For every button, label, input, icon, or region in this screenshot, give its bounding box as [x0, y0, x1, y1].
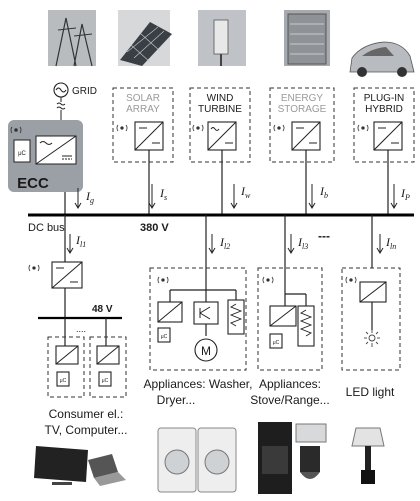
photo-washer-dryer — [157, 427, 237, 493]
input-current-labels: Ig Is Iw Ib IP — [85, 184, 410, 205]
current-storage-label: Ib — [319, 184, 328, 200]
svg-text:μC: μC — [60, 378, 67, 384]
photo-wind — [198, 10, 246, 66]
load-led: LED light — [341, 267, 401, 399]
solar-label-line1: SOLAR — [126, 93, 160, 104]
solar-label-line2: ARRAY — [126, 104, 160, 115]
washer-label-line1: Appliances: Washer, — [144, 377, 253, 391]
stove-wireless-icon — [262, 276, 274, 284]
load-washer: μC M Appliances: Washer, Dryer... — [144, 267, 253, 407]
current-load3-label: Il3 — [297, 235, 308, 251]
current-loadn-label: Iln — [385, 235, 396, 251]
grid-source: GRID — [53, 82, 97, 120]
current-plugin-label: IP — [400, 186, 410, 202]
svg-text:μC: μC — [161, 334, 168, 340]
consumer-wireless-icon — [28, 264, 40, 272]
grid-label: GRID — [72, 86, 97, 97]
load-stove: μC Appliances: Stove/Range... — [250, 267, 330, 407]
photo-solar — [118, 10, 172, 66]
photo-tv-laptop — [34, 446, 126, 486]
photo-car — [349, 41, 415, 77]
svg-text:μC: μC — [18, 151, 26, 157]
washer-label-line2: Dryer... — [157, 393, 196, 407]
source-storage: ENERGY STORAGE — [269, 87, 335, 163]
ecc-block: μC ECC — [8, 120, 83, 192]
input-current-arrows — [74, 184, 398, 209]
plugin-wireless-icon — [357, 124, 369, 132]
storage-label-line2: STORAGE — [278, 104, 327, 115]
secondary-voltage-label: 48 V — [92, 304, 113, 315]
wind-label-line2: TURBINE — [198, 104, 242, 115]
ecc-label: ECC — [17, 175, 49, 192]
ecc-wireless-icon — [10, 126, 22, 134]
ecc-controller-chip-icon — [13, 139, 31, 163]
consumer-label-line1: Consumer el.: — [49, 407, 124, 421]
current-grid-label: Ig — [85, 189, 94, 205]
bus-voltage-label: 380 V — [140, 222, 169, 234]
current-solar-label: Is — [159, 186, 167, 202]
dc-bus-label: DC bus — [28, 222, 65, 234]
source-plugin: PLUG-IN HYBRID — [353, 87, 415, 163]
wind-wireless-icon — [192, 124, 204, 132]
photo-grid — [48, 10, 96, 67]
svg-text:μC: μC — [102, 378, 109, 384]
plugin-label-line1: PLUG-IN — [364, 93, 405, 104]
stove-label-line1: Appliances: — [259, 377, 321, 391]
stove-label-line2: Stove/Range... — [250, 393, 329, 407]
source-solar: SOLAR ARRAY — [112, 87, 174, 163]
consumer-chip-1-icon — [56, 371, 70, 387]
load-consumer: 48 V .... μC μC Consumer el.: TV, Comput… — [28, 261, 128, 437]
photo-lamp — [351, 427, 385, 484]
source-wind: WIND TURBINE — [189, 87, 251, 163]
secondary-bus-dots: .... — [76, 324, 86, 334]
output-current-labels: Il1 Il2 Il3 Iln --- — [75, 229, 396, 251]
motor-label: M — [201, 344, 211, 358]
motor-icon — [194, 338, 218, 362]
led-lamp-icon — [364, 330, 380, 347]
svg-text:μC: μC — [273, 340, 280, 346]
wind-label-line1: WIND — [207, 93, 234, 104]
more-loads-ellipsis: --- — [318, 229, 330, 243]
plugin-label-line2: HYBRID — [365, 104, 403, 115]
led-label: LED light — [346, 385, 395, 399]
storage-label-line1: ENERGY — [281, 93, 324, 104]
solar-wireless-icon — [116, 124, 128, 132]
photo-stove — [258, 422, 327, 494]
consumer-chip-2-icon — [98, 371, 112, 387]
load-connections — [64, 215, 373, 268]
led-wireless-icon — [345, 276, 357, 284]
washer-chip-icon — [157, 327, 171, 343]
stove-heater-icon — [297, 305, 315, 347]
consumer-label-line2: TV, Computer... — [45, 423, 128, 437]
output-current-arrows — [66, 234, 384, 254]
dc-bus: DC bus 380 V — [28, 213, 414, 234]
current-load2-label: Il2 — [219, 235, 230, 251]
current-load1-label: Il1 — [75, 233, 86, 249]
storage-wireless-icon — [273, 124, 285, 132]
current-wind-label: Iw — [240, 184, 251, 200]
photo-storage — [284, 10, 330, 66]
transformer-icon — [56, 102, 66, 110]
washer-wireless-icon — [157, 276, 169, 284]
stove-chip-icon — [269, 333, 283, 349]
washer-inverter-icon — [193, 301, 219, 325]
